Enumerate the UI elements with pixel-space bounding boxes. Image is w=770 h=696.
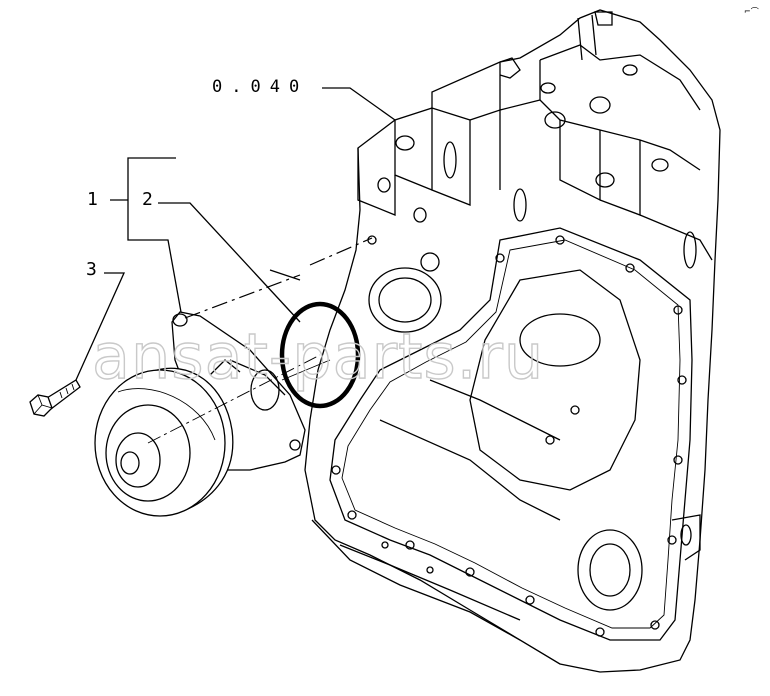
callout-2: 2 bbox=[142, 189, 153, 210]
o-ring-gasket bbox=[279, 301, 361, 409]
corner-mark: ⌐⌒ bbox=[744, 7, 759, 16]
hex-bolt bbox=[29, 379, 81, 417]
reference-label: 0.040 bbox=[212, 77, 308, 97]
leader-lines bbox=[75, 87, 396, 444]
engine-front-housing bbox=[304, 9, 721, 673]
callout-1: 1 bbox=[87, 189, 98, 210]
watermark-text: ansat-parts.ru bbox=[92, 320, 544, 393]
callout-3: 3 bbox=[86, 259, 97, 280]
water-pump-assembly bbox=[94, 311, 306, 517]
